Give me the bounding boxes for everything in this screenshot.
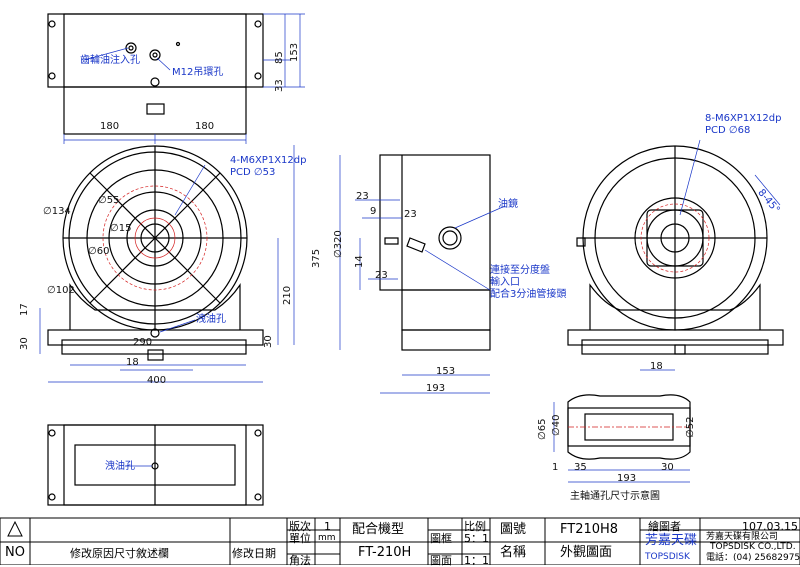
dim-153-side: 153	[436, 366, 456, 377]
tb-fit-model-label: 配合機型	[352, 522, 405, 537]
tb-scale-label: 比例	[464, 520, 486, 533]
dim-290: 290	[133, 337, 153, 348]
dim-14: 14	[354, 255, 365, 268]
company-full-cn: 芳嘉天碟有限公司	[706, 532, 779, 542]
drain-label-bottom: 洩油孔	[105, 461, 135, 472]
dim-210: 210	[282, 285, 293, 305]
dim-33: 33	[274, 79, 285, 92]
dim-18-right: 18	[650, 361, 663, 372]
dim-23a: 23	[356, 191, 369, 202]
dim-193-side: 193	[426, 383, 446, 394]
dim-d65: ∅65	[537, 418, 548, 440]
tb-version-value: 1	[324, 520, 331, 533]
screw-spec-front: 4-M6XP1X12dp	[230, 155, 307, 166]
dim-23c: 23	[375, 270, 388, 281]
dim-23b: 23	[404, 209, 417, 220]
company-phone: 電話：(04) 25682975	[706, 553, 800, 563]
tb-name-value: 外觀圖面	[560, 545, 613, 560]
tb-drawing-no-label: 圖號	[500, 522, 527, 537]
tb-drafter-label: 繪圖者	[648, 520, 681, 533]
tb-version-label: 版次	[289, 520, 311, 533]
pcd-front: PCD ∅53	[230, 167, 276, 178]
right-view	[567, 139, 784, 371]
dim-width-left: 180	[100, 121, 120, 132]
dim-153-top: 153	[289, 42, 300, 62]
side-view	[339, 154, 506, 394]
title-block	[0, 517, 800, 565]
screw-spec-right: 8-M6XP1X12dp	[705, 113, 782, 124]
tb-revision-date-label: 修改日期	[232, 547, 276, 560]
dim-18-front: 18	[126, 357, 139, 368]
dim-9: 9	[370, 206, 377, 217]
tb-drawing-no-value: FT210H8	[560, 522, 619, 537]
connect-label-1: 連接至分度盤	[490, 265, 550, 276]
tb-unit-value: mm	[318, 533, 336, 543]
tb-revision-label: 修改原因尺寸敘述欄	[70, 547, 169, 560]
connect-label-3: 配合3分油管接頭	[490, 289, 567, 300]
company-full-en: TOPSDISK CO.,LTD.	[710, 542, 796, 552]
section-caption: 主軸通孔尺寸示意圖	[570, 491, 660, 502]
tb-angle-label: 角法	[289, 554, 311, 567]
tb-scale-face-value: 1：1	[464, 554, 489, 567]
dim-d40: ∅40	[551, 414, 562, 436]
tb-scale-face-label: 圖面	[430, 554, 452, 567]
dim-35: 35	[574, 462, 587, 473]
dim-d102: ∅102	[47, 285, 75, 296]
dim-17: 17	[19, 303, 30, 316]
tb-name-label: 名稱	[500, 545, 527, 560]
dim-30-section: 30	[661, 462, 674, 473]
tb-date-value: 107.03.15	[742, 520, 798, 533]
tb-no-label: NO	[5, 545, 25, 560]
dim-d15: ∅15	[110, 223, 132, 234]
dim-d55: ∅55	[98, 195, 120, 206]
tb-unit-label: 單位	[289, 532, 311, 545]
dim-d320: ∅320	[333, 230, 344, 258]
dim-375: 375	[311, 248, 322, 268]
bottom-view	[47, 424, 264, 506]
top-view	[47, 13, 305, 144]
lift-hole-label: M12吊環孔	[172, 67, 224, 78]
dim-400: 400	[147, 375, 167, 386]
dim-width-right: 180	[195, 121, 215, 132]
dim-d134: ∅134	[43, 206, 71, 217]
tb-scale-frame-label: 圖框	[430, 532, 452, 545]
connect-label-2: 輸入口	[490, 277, 520, 288]
company-logo-cn: 芳嘉天碟	[645, 533, 698, 548]
section-view	[553, 394, 691, 483]
dim-85: 85	[274, 51, 285, 64]
pcd-right: PCD ∅68	[705, 125, 751, 136]
front-view	[39, 145, 295, 383]
dim-1: 1	[552, 462, 559, 473]
company-logo-en: TOPSDISK	[645, 552, 690, 562]
dim-193-section: 193	[617, 473, 637, 484]
dim-30-left: 30	[19, 337, 30, 350]
dim-d60: ∅60	[88, 246, 110, 257]
drain-label-front: 洩油孔	[196, 314, 226, 325]
dim-30-right: 30	[263, 335, 274, 348]
oil-inlet-label: 齒輪油注入孔	[80, 55, 140, 66]
tb-fit-model-value: FT-210H	[358, 545, 412, 560]
tb-scale-frame-value: 5：1	[464, 532, 489, 545]
dim-d52: ∅52	[685, 416, 696, 438]
oil-mirror-label: 油鏡	[498, 199, 518, 210]
